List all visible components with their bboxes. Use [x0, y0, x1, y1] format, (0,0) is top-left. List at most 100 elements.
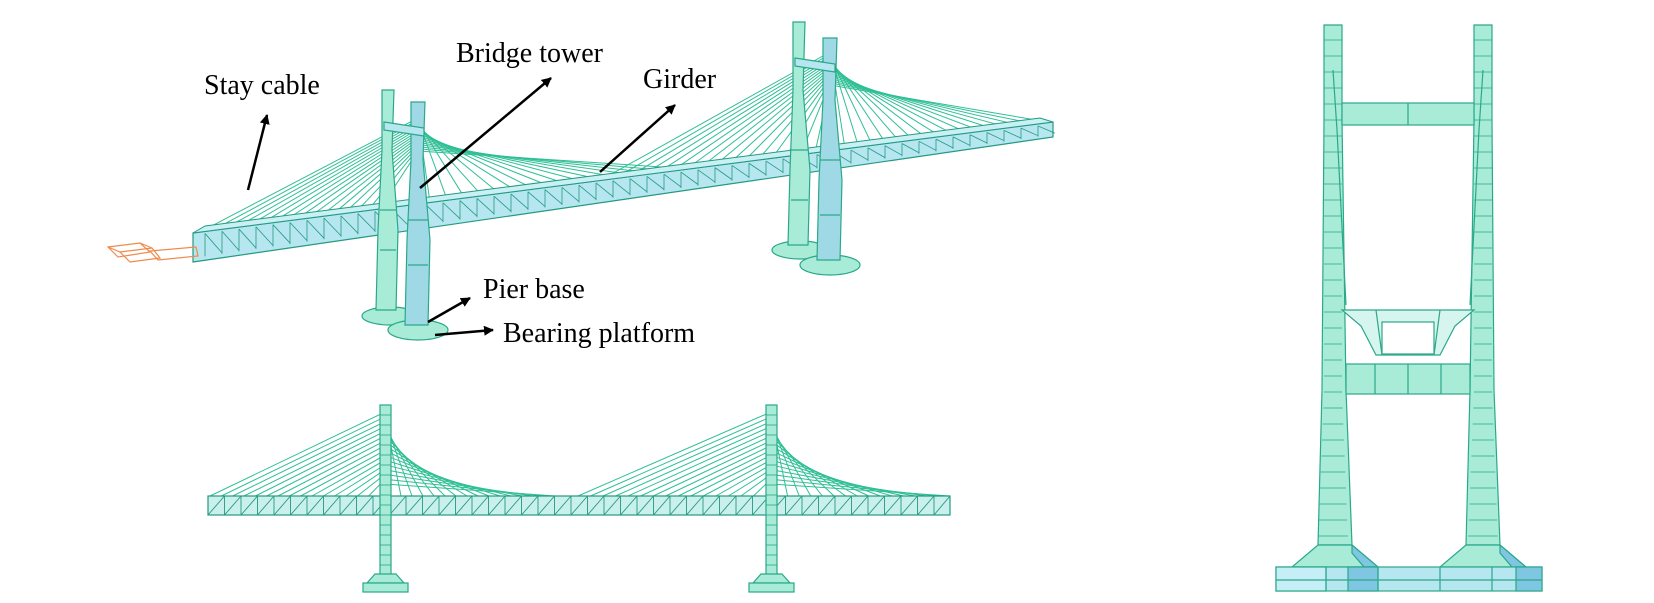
girder-truss-member [900, 495, 918, 516]
girder-truss-member [339, 495, 357, 516]
stay-cable-line [255, 430, 386, 497]
bridge-tower-label: Bridge tower [456, 38, 604, 69]
girder-truss-member [323, 217, 342, 237]
stay-cable-line [417, 150, 691, 170]
annotation-arrows [246, 77, 676, 337]
girder-truss-member [680, 171, 699, 185]
bearing-platform-arrow [434, 325, 494, 337]
girder-truss-member [867, 495, 885, 516]
stay-cable-line [384, 454, 490, 497]
girder-truss-member [986, 132, 1005, 141]
girder-truss-member [612, 180, 631, 195]
stay-cable-line [640, 435, 772, 497]
stay-cable-line [829, 82, 1037, 125]
stay-cable-line [829, 69, 955, 136]
girder-truss-member [561, 187, 580, 202]
stay-cable-line [283, 132, 419, 222]
stay-cable-line [728, 469, 772, 497]
girder-truss-member [570, 495, 588, 516]
girder-truss-member [578, 184, 597, 200]
stay-cable-line [829, 77, 1010, 129]
girder-truss-member [1020, 127, 1039, 137]
girder-truss-member [521, 495, 539, 516]
stay-cable-line [384, 435, 446, 497]
stay-cable-line [417, 146, 656, 174]
girder-truss-member [224, 495, 242, 516]
stay-cable-line [295, 135, 419, 221]
girder-truss-member [595, 182, 614, 198]
bridge-tower-left-3d [361, 89, 449, 341]
girder-elevation [207, 495, 951, 516]
stay-cable-line [417, 139, 604, 181]
stay-cable-line [665, 445, 772, 497]
tower-elevation-right [748, 404, 795, 593]
girder-truss-member [653, 495, 671, 516]
stay-cable-line [700, 67, 831, 168]
girder-truss-member [537, 495, 555, 516]
bridge-tower-arrow [419, 77, 552, 189]
bearing-platform-label: Bearing platform [503, 318, 695, 349]
girder-truss-member [603, 495, 621, 516]
girder-truss-member [459, 200, 478, 217]
girder-truss-member [455, 495, 473, 516]
stay-cables-elevation [209, 411, 951, 497]
stay-cable-line [319, 139, 419, 218]
stay-cable-line [728, 71, 831, 165]
stay-cable-line [602, 421, 772, 497]
stay-cable-line [714, 69, 831, 167]
girder-truss-member [510, 193, 529, 210]
girder-truss-member [1003, 129, 1022, 139]
stay-cable-line [384, 464, 512, 497]
girder-truss-member [471, 495, 489, 516]
girder-truss-member [1037, 125, 1056, 134]
stay-cable-line [770, 430, 823, 497]
girder-truss-member [969, 134, 988, 144]
girder-truss-member [488, 495, 506, 516]
stay-cable-line [742, 73, 831, 163]
stay-cable-line [331, 141, 419, 216]
girder-truss-member [834, 495, 852, 516]
girder-truss-member [646, 176, 665, 190]
girder-truss-member [697, 169, 716, 183]
girder-truss-member [425, 204, 444, 222]
girder-truss-member [850, 149, 869, 161]
girder-truss-member [257, 495, 275, 516]
girder-truss-member [669, 495, 687, 516]
stay-cable-line [770, 454, 881, 497]
tower-front-view [1275, 24, 1543, 592]
stay-cable-label: Stay cable [204, 70, 320, 101]
girder-truss-member [323, 495, 341, 516]
girder-truss-member [527, 191, 546, 207]
girder-truss-member [240, 495, 258, 516]
girder-truss-member [735, 495, 753, 516]
stay-cable-line [289, 445, 386, 497]
girder-truss-member [935, 138, 954, 149]
stay-cable-line [829, 84, 1051, 123]
stay-cable-line [829, 73, 982, 132]
girder-truss-member [476, 198, 495, 215]
stay-cable-line [345, 469, 386, 497]
girder-truss-member [389, 495, 407, 516]
tower-elevation-left [362, 404, 409, 593]
stay-cable-line [615, 425, 772, 497]
stay-cable-line [334, 464, 386, 497]
girder-truss-member [221, 230, 240, 251]
girder-truss-member [629, 178, 648, 193]
girder-truss-member [952, 136, 971, 146]
stay-cable-line [678, 449, 772, 497]
girder-truss-member [719, 495, 737, 516]
girder-truss-member [686, 495, 704, 516]
stay-cable-line [770, 435, 835, 497]
girder-arrow [599, 104, 676, 173]
stay-cable-line [829, 75, 996, 130]
girder-label: Girder [643, 64, 717, 95]
girder-truss-member [306, 220, 325, 239]
approach-structure-orange [106, 242, 199, 263]
girder-truss-member [273, 495, 291, 516]
stay-cable-line [770, 440, 846, 497]
stay-cable-line [703, 459, 772, 497]
stay-cable-line [690, 454, 772, 497]
girder-truss-member [340, 215, 359, 234]
girder-truss-member [731, 165, 750, 178]
